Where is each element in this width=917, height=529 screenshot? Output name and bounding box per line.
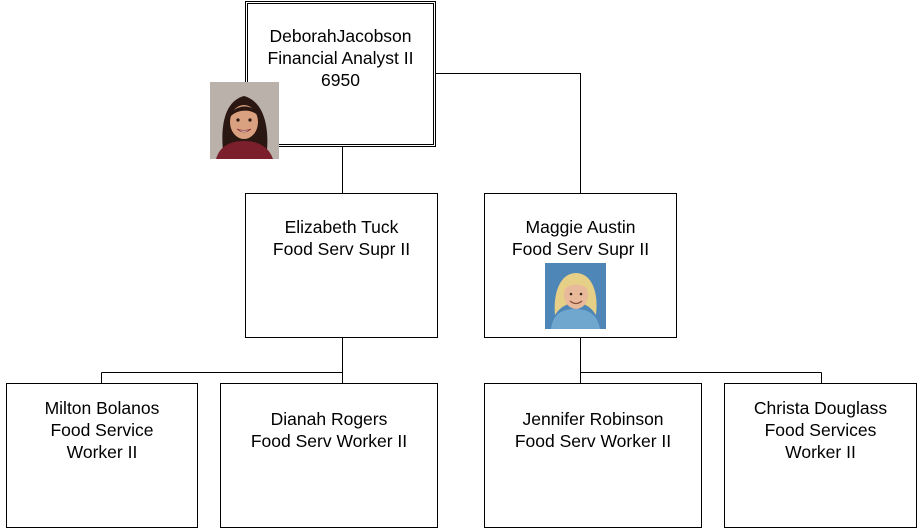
- employee-name: Maggie Austin: [525, 217, 636, 237]
- employee-name: Elizabeth Tuck: [284, 217, 399, 237]
- employee-name: Dianah Rogers: [270, 409, 388, 429]
- employee-name: Milton Bolanos: [44, 398, 160, 418]
- employee-title-cont: Worker II: [66, 442, 138, 462]
- org-node-dianah-rogers[interactable]: Dianah Rogers Food Serv Worker II: [220, 383, 438, 528]
- node-text: Milton Bolanos Food Service Worker II: [7, 397, 197, 463]
- org-node-christa-douglass[interactable]: Christa Douglass Food Services Worker II: [724, 383, 917, 528]
- person-photo-icon: [545, 263, 606, 329]
- employee-code: 6950: [321, 70, 360, 90]
- node-text: Jennifer Robinson Food Serv Worker II: [485, 408, 701, 452]
- org-node-milton-bolanos[interactable]: Milton Bolanos Food Service Worker II: [6, 383, 198, 528]
- connector-maggie-to-workers: [580, 337, 822, 383]
- node-text: Dianah Rogers Food Serv Worker II: [221, 408, 437, 452]
- employee-title: Food Services: [764, 420, 877, 440]
- node-text: DeborahJacobson Financial Analyst II 695…: [248, 25, 433, 91]
- org-node-jennifer-robinson[interactable]: Jennifer Robinson Food Serv Worker II: [484, 383, 702, 528]
- employee-name: Jennifer Robinson: [522, 409, 664, 429]
- node-text: Maggie Austin Food Serv Supr II: [485, 216, 676, 260]
- employee-title: Food Serv Worker II: [514, 431, 672, 451]
- org-node-elizabeth-tuck[interactable]: Elizabeth Tuck Food Serv Supr II: [245, 193, 438, 338]
- employee-name: DeborahJacobson: [269, 26, 412, 46]
- employee-title: Food Serv Worker II: [250, 431, 408, 451]
- node-text: Elizabeth Tuck Food Serv Supr II: [246, 216, 437, 260]
- node-text: Christa Douglass Food Services Worker II: [725, 397, 916, 463]
- employee-title: Financial Analyst II: [267, 48, 414, 68]
- employee-title-cont: Worker II: [785, 442, 856, 462]
- employee-title: Food Serv Supr II: [511, 239, 650, 259]
- employee-title: Food Service: [50, 420, 154, 440]
- person-photo-icon: [210, 82, 279, 159]
- connector-root-to-maggie: [435, 73, 581, 193]
- connector-elizabeth-to-workers: [101, 337, 343, 383]
- employee-title: Food Serv Supr II: [272, 239, 411, 259]
- employee-name: Christa Douglass: [753, 398, 888, 418]
